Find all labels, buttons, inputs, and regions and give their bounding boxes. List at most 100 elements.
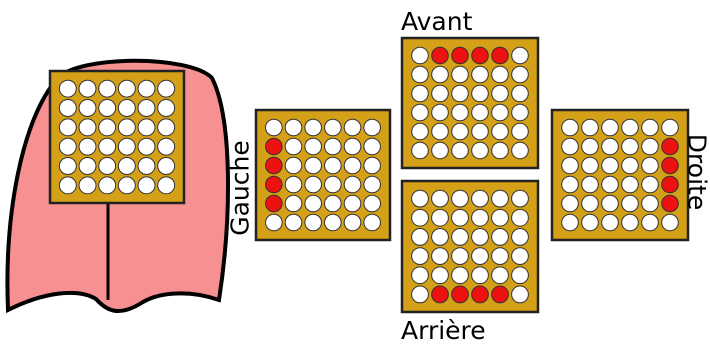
electrode xyxy=(581,156,599,175)
electrode xyxy=(451,266,469,285)
electrode xyxy=(511,46,529,65)
electrode xyxy=(601,118,619,137)
electrode xyxy=(304,213,322,232)
electrode xyxy=(117,137,136,156)
electrode xyxy=(491,228,509,246)
electrode xyxy=(601,137,619,156)
electrode xyxy=(58,137,77,156)
electrode xyxy=(661,213,679,232)
electrode xyxy=(58,118,77,137)
electrode xyxy=(431,141,449,160)
electrode xyxy=(511,122,529,141)
electrode xyxy=(157,99,176,117)
electrode xyxy=(284,213,303,232)
electrode xyxy=(98,79,117,98)
electrode xyxy=(343,194,362,213)
electrode xyxy=(411,84,429,103)
electrode xyxy=(137,99,156,117)
electrode-active xyxy=(471,46,489,65)
electrode xyxy=(561,175,579,194)
electrode xyxy=(58,79,77,98)
electrode xyxy=(411,141,429,160)
electrode xyxy=(581,118,599,137)
electrode xyxy=(621,213,639,232)
electrode xyxy=(641,175,659,194)
electrode xyxy=(621,118,639,137)
electrode xyxy=(98,99,117,117)
electrode xyxy=(324,194,342,213)
electrode xyxy=(117,176,136,195)
electrode xyxy=(491,84,509,103)
electrode xyxy=(581,175,599,194)
electrode xyxy=(363,175,381,194)
electrode xyxy=(265,118,283,137)
electrode xyxy=(265,213,283,232)
electrode xyxy=(431,228,449,246)
electrode xyxy=(511,266,529,285)
electrode-active xyxy=(431,285,449,304)
electrode xyxy=(431,247,449,265)
electrode xyxy=(137,79,156,98)
electrode xyxy=(451,122,469,141)
electrode xyxy=(363,118,381,137)
electrode xyxy=(411,208,429,227)
electrode xyxy=(641,156,659,175)
electrode xyxy=(561,156,579,175)
electrode xyxy=(343,118,362,137)
electrode-active xyxy=(265,156,283,175)
electrode xyxy=(471,189,489,208)
electrode-active xyxy=(491,46,509,65)
electrode xyxy=(511,103,529,122)
grid-right xyxy=(550,108,690,242)
electrode xyxy=(411,247,429,265)
electrode xyxy=(98,157,117,175)
electrode xyxy=(363,213,381,232)
electrode xyxy=(431,189,449,208)
label-back: Arrière xyxy=(401,316,486,345)
electrode xyxy=(431,84,449,103)
electrode xyxy=(363,156,381,175)
electrode xyxy=(491,122,509,141)
electrode xyxy=(581,194,599,213)
electrode xyxy=(117,118,136,137)
electrode xyxy=(661,118,679,137)
electrode xyxy=(324,137,342,156)
electrode xyxy=(641,213,659,232)
electrode xyxy=(363,137,381,156)
electrode xyxy=(451,84,469,103)
electrode xyxy=(78,137,97,156)
electrode xyxy=(411,103,429,122)
electrode xyxy=(491,189,509,208)
label-front: Avant xyxy=(401,7,473,36)
electrode xyxy=(411,285,429,304)
electrode xyxy=(284,175,303,194)
electrode xyxy=(343,213,362,232)
electrode xyxy=(451,189,469,208)
electrode xyxy=(451,208,469,227)
electrode-active xyxy=(471,285,489,304)
electrode xyxy=(621,156,639,175)
electrode xyxy=(431,266,449,285)
electrode xyxy=(304,137,322,156)
electrode xyxy=(284,118,303,137)
electrode-active xyxy=(661,175,679,194)
electrode xyxy=(284,137,303,156)
electrode xyxy=(451,65,469,84)
electrode xyxy=(117,79,136,98)
electrode xyxy=(511,65,529,84)
electrode xyxy=(304,118,322,137)
electrode xyxy=(621,137,639,156)
electrode xyxy=(411,228,429,246)
electrode xyxy=(304,194,322,213)
electrode xyxy=(511,247,529,265)
electrode xyxy=(137,176,156,195)
electrode xyxy=(511,228,529,246)
electrode xyxy=(641,118,659,137)
electrode xyxy=(284,194,303,213)
electrode xyxy=(561,118,579,137)
electrode xyxy=(411,46,429,65)
electrode xyxy=(157,79,176,98)
electrode xyxy=(137,118,156,137)
electrode-active xyxy=(491,285,509,304)
electrode xyxy=(411,266,429,285)
